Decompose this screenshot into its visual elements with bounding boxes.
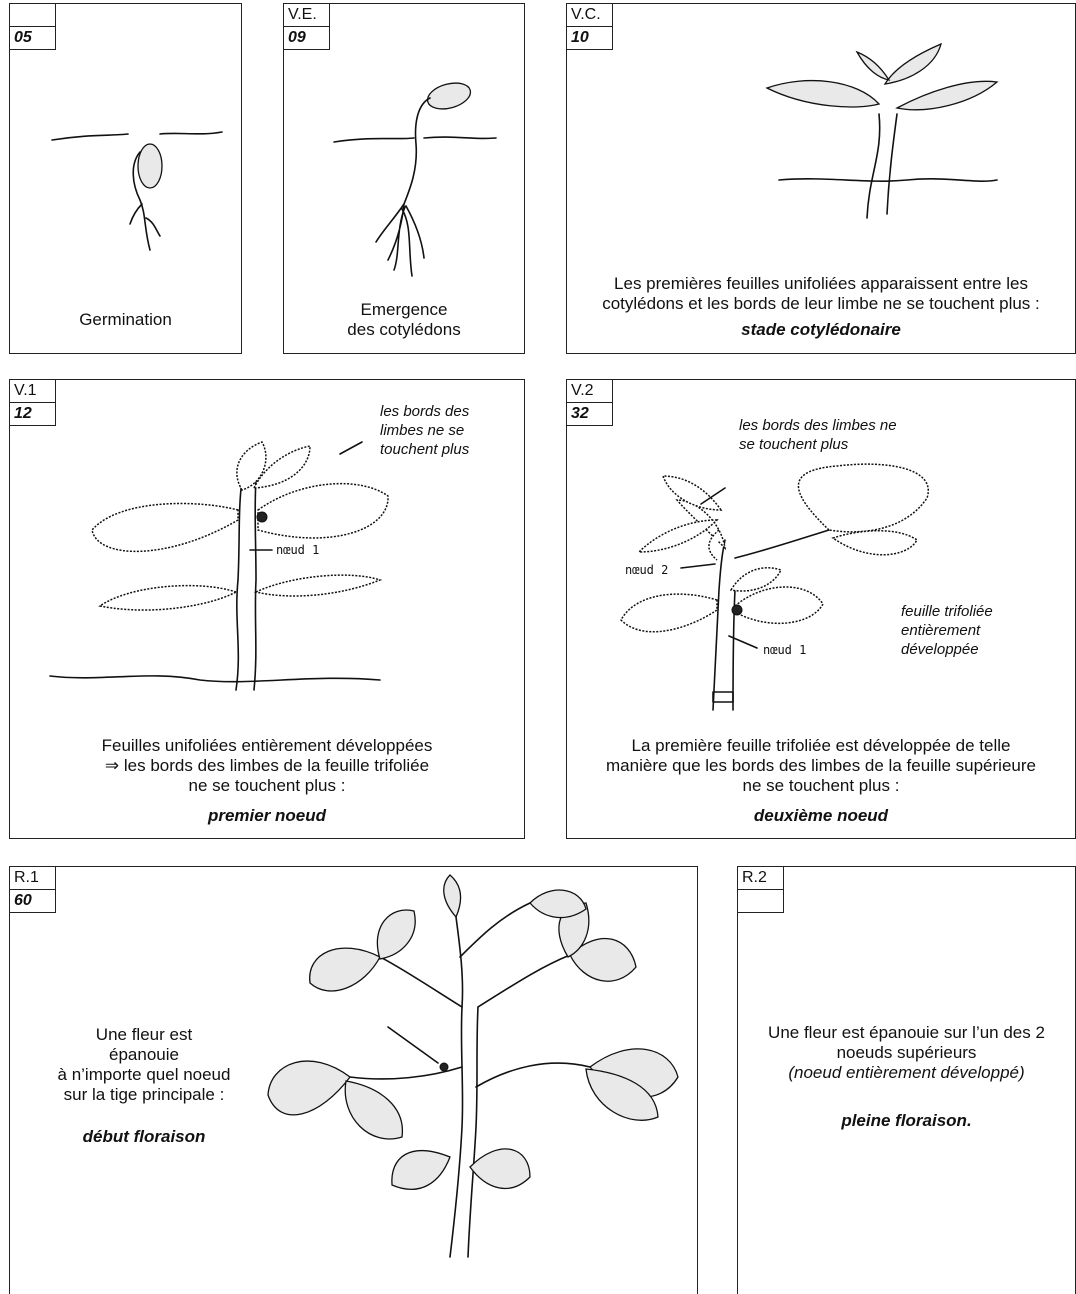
stage-code-box: R.2 xyxy=(738,867,784,913)
caption-line-2: manière que les bords des limbes de la f… xyxy=(567,756,1075,776)
seed-shape xyxy=(138,144,162,188)
conclusion: deuxième noeud xyxy=(567,806,1075,826)
stage-label: R.2 xyxy=(738,867,783,890)
panel-emergence: V.E. 09 Emergence des cotylédons xyxy=(283,3,525,354)
caption-italic: (noeud entièrement développé) xyxy=(738,1063,1075,1083)
node-2-label: nœud 2 xyxy=(625,563,668,577)
caption-line-2: des cotylédons xyxy=(284,320,524,340)
node-1-label: nœud 1 xyxy=(276,543,319,557)
caption-line-2: cotylédons et les bords de leur limbe ne… xyxy=(567,294,1075,314)
caption-line-3: ne se touchent plus : xyxy=(10,776,524,796)
panel-germination: 05 Germination xyxy=(9,3,242,354)
caption-line-1: Les premières feuilles unifoliées appara… xyxy=(567,274,1075,294)
panel-cotyledon-stage: V.C. 10 Les premières feuilles unifoliée… xyxy=(566,3,1076,354)
caption-line-1: La première feuille trifoliée est dévelo… xyxy=(567,736,1075,756)
conclusion: stade cotylédonaire xyxy=(567,320,1075,340)
panel-first-node: V.1 12 les bords des limbes ne se touche… xyxy=(9,379,525,839)
germination-drawing xyxy=(10,4,242,354)
caption-line-1: Emergence xyxy=(284,300,524,320)
caption: Germination xyxy=(10,310,241,330)
caption-line-3: ne se touchent plus : xyxy=(567,776,1075,796)
early-flowering-drawing xyxy=(10,867,698,1294)
panel-full-flowering: R.2 Une fleur est épanouie sur l’un des … xyxy=(737,866,1076,1294)
panel-early-flowering: R.1 60 Une fleur est épanouie à n’import… xyxy=(9,866,698,1294)
caption-line-2: ⇒ les bords des limbes de la feuille tri… xyxy=(10,756,524,776)
caption-line-2: noeuds supérieurs xyxy=(738,1043,1075,1063)
caption-line-1: Une fleur est épanouie sur l’un des 2 xyxy=(738,1023,1075,1043)
conclusion: premier noeud xyxy=(10,806,524,826)
stage-number xyxy=(738,890,783,912)
node-1-label: nœud 1 xyxy=(763,643,806,657)
caption-line-1: Feuilles unifoliées entièrement développ… xyxy=(10,736,524,756)
conclusion: pleine floraison. xyxy=(738,1111,1075,1131)
panel-second-node: V.2 32 les bords des limbes ne se touche… xyxy=(566,379,1076,839)
